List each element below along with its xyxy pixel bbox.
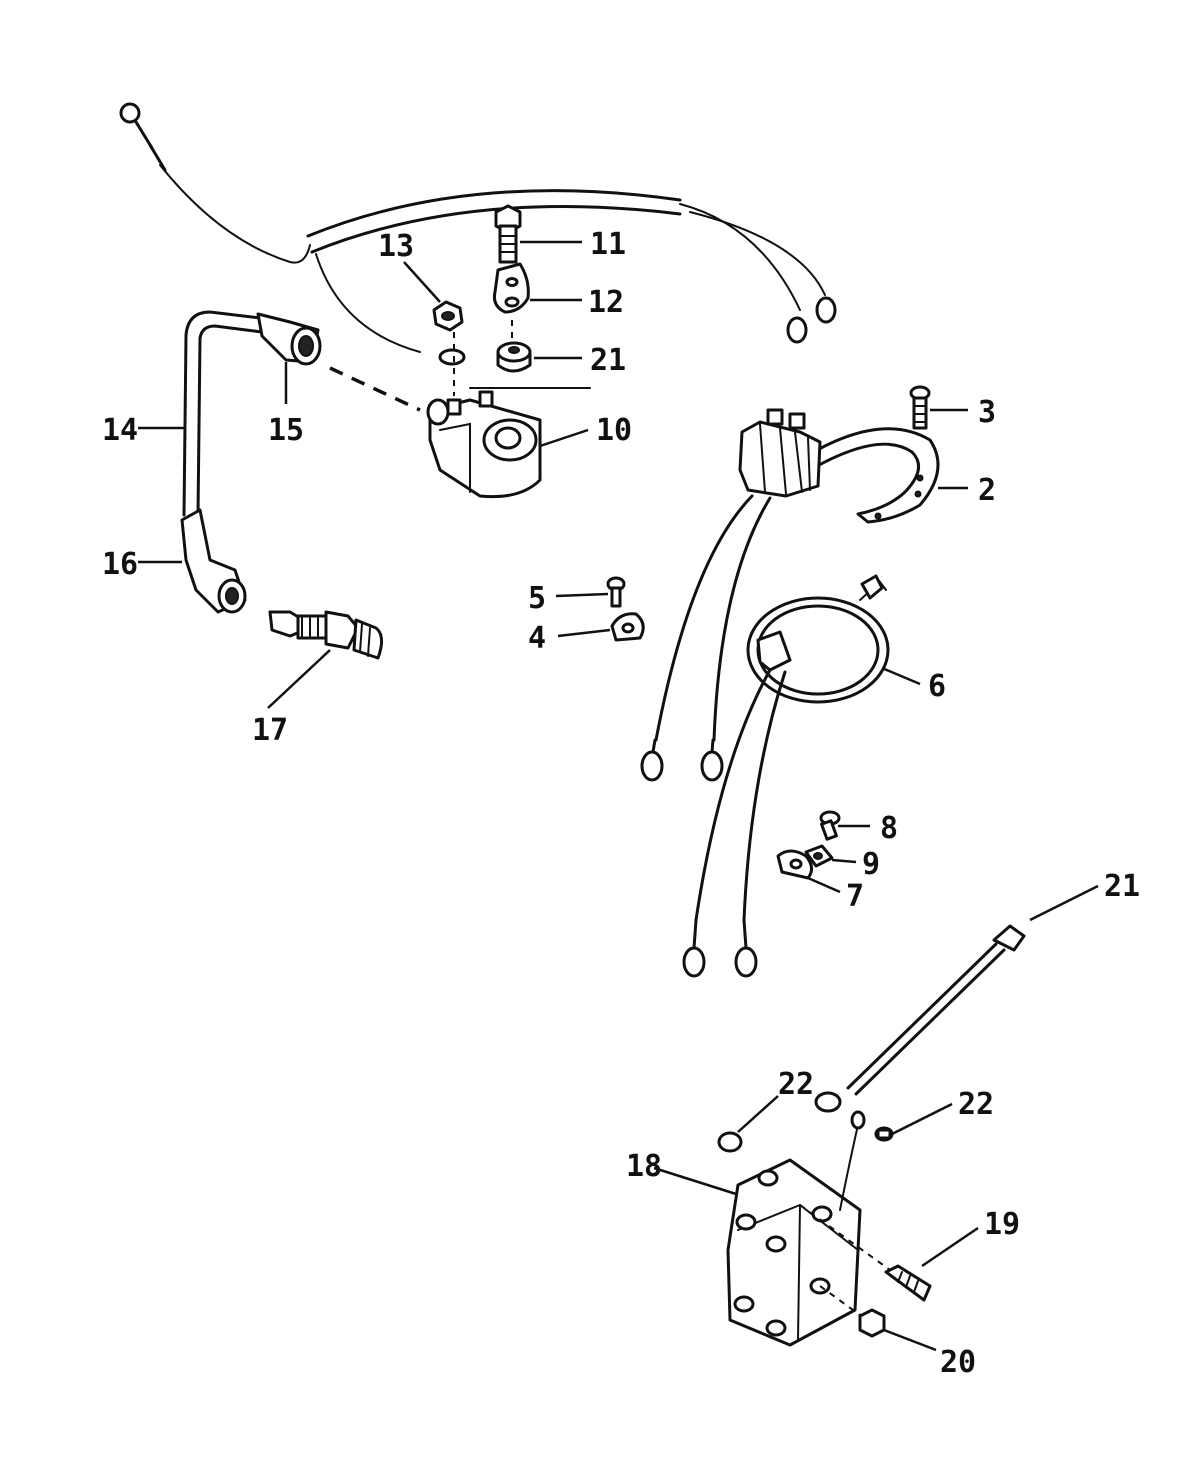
high-tension-lead-14 — [182, 310, 264, 517]
callout-19: 19 — [984, 1207, 1020, 1242]
lead-ring-terminal — [682, 946, 706, 978]
callout-14: 14 — [102, 413, 138, 448]
clamp-4 — [610, 612, 645, 642]
lug-terminal-12 — [493, 262, 530, 314]
callout-17: 17 — [252, 713, 288, 748]
nut-13 — [432, 300, 464, 332]
callout-9: 9 — [862, 847, 880, 882]
callout-2: 2 — [978, 473, 996, 508]
callout-8: 8 — [880, 811, 898, 846]
callout-7: 7 — [846, 879, 864, 914]
callout-6: 6 — [928, 669, 946, 704]
ground-lead-21 — [814, 924, 1026, 1113]
spark-plug-cap-16 — [180, 508, 247, 614]
plate-lead — [654, 494, 754, 742]
wiring-harness — [119, 102, 837, 366]
screw-3 — [909, 385, 931, 430]
harness-ring-terminal — [119, 102, 141, 124]
callout-11: 11 — [590, 227, 626, 262]
nut-20 — [858, 1308, 886, 1338]
screw-19 — [884, 1264, 932, 1302]
washer-9 — [804, 844, 834, 868]
callout-13: 13 — [378, 229, 414, 264]
callout-16: 16 — [102, 547, 138, 582]
harness-ring-terminal — [815, 296, 837, 324]
callout-21-top: 21 — [590, 343, 626, 378]
callout-12: 12 — [588, 285, 624, 320]
screw-5 — [606, 576, 626, 608]
callout-5: 5 — [528, 581, 546, 616]
plate-lead — [712, 496, 772, 742]
switch-box-18 — [726, 1110, 866, 1347]
coil-ring-6 — [746, 574, 890, 704]
harness-ring-terminal — [786, 316, 808, 344]
stator-plate-2 — [738, 408, 940, 524]
callout-22-washer: 22 — [778, 1067, 814, 1102]
screw-22 — [874, 1126, 894, 1142]
bolt-11 — [494, 204, 522, 264]
clamp-7 — [776, 849, 813, 880]
screw-8 — [819, 810, 841, 841]
coil-lead — [694, 668, 772, 922]
leader-lines — [138, 240, 1099, 1352]
washer-22 — [717, 1131, 743, 1153]
spacer-21-top — [496, 341, 532, 373]
callout-3: 3 — [978, 395, 996, 430]
harness-ring-terminal — [438, 348, 466, 366]
callout-15: 15 — [268, 413, 304, 448]
spark-plug-17 — [268, 610, 383, 660]
coil-lead — [742, 670, 787, 922]
lead-ring-terminal — [700, 750, 724, 782]
lead-ring-terminal — [734, 946, 758, 978]
callout-10: 10 — [596, 413, 632, 448]
callout-4: 4 — [528, 621, 546, 656]
lead-ring-terminal — [640, 750, 664, 782]
callout-18: 18 — [626, 1149, 662, 1184]
boot-15 — [256, 312, 322, 366]
callout-20: 20 — [940, 1345, 976, 1380]
ignition-coil-10 — [426, 390, 542, 499]
callouts: 11 12 13 21 15 14 10 16 17 3 2 5 4 6 8 9… — [102, 227, 1140, 1380]
callout-22-screw: 22 — [958, 1087, 994, 1122]
callout-21-bottom: 21 — [1104, 869, 1140, 904]
